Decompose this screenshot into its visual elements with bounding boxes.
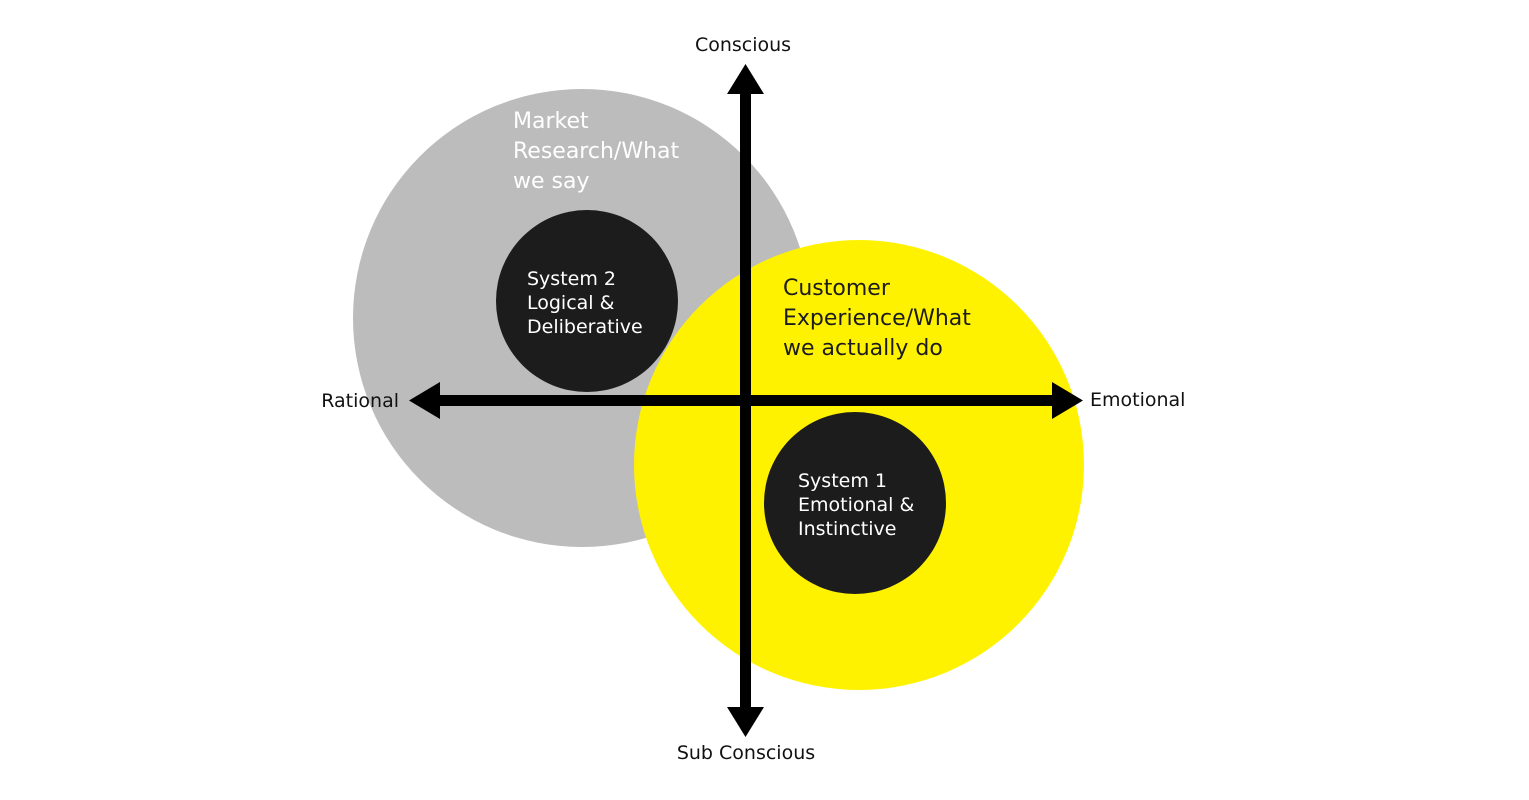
axis-label-rational: Rational <box>321 390 399 412</box>
system-2-circle <box>496 210 678 392</box>
customer-experience-label-line: Customer <box>783 276 891 301</box>
axis-label-emotional: Emotional <box>1090 389 1185 411</box>
market-research-label-line: we say <box>513 169 589 194</box>
system-2-label-line: System 2 <box>527 268 616 290</box>
arrow-down-icon <box>727 707 764 737</box>
customer-experience-label: Customer Experience/What we actually do <box>783 276 978 361</box>
customer-experience-label-line: Experience/What <box>783 306 971 331</box>
arrow-right-icon <box>1052 382 1083 419</box>
customer-experience-label-line: we actually do <box>783 336 943 361</box>
axis-label-sub-conscious: Sub Conscious <box>677 742 815 764</box>
axis-label-conscious: Conscious <box>695 34 791 56</box>
system-2-label: System 2 Logical & Deliberative <box>527 268 643 338</box>
system-1-label-line: System 1 <box>798 470 887 492</box>
system-1-label-line: Instinctive <box>798 518 896 540</box>
system-1-circle <box>764 412 946 594</box>
arrow-left-icon <box>409 382 440 419</box>
horizontal-axis <box>409 382 1083 419</box>
horizontal-axis-line <box>434 395 1060 406</box>
system-1-label: System 1 Emotional & Instinctive <box>798 470 920 540</box>
market-research-label-line: Research/What <box>513 139 680 164</box>
system-2-label-line: Deliberative <box>527 316 643 338</box>
market-research-label: Market Research/What we say <box>513 109 686 194</box>
market-research-label-line: Market <box>513 109 589 134</box>
system-1-label-line: Emotional & <box>798 494 914 516</box>
arrow-up-icon <box>727 64 764 94</box>
system-2-label-line: Logical & <box>527 292 615 314</box>
